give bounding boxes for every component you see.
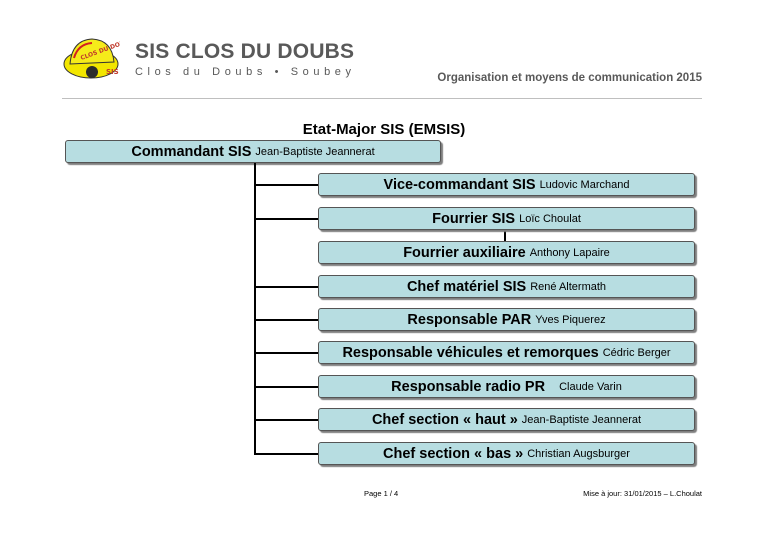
org-box-responsable-par: Responsable PAR Yves Piquerez — [318, 308, 695, 331]
org-box-fourrier-auxiliaire: Fourrier auxiliaire Anthony Lapaire — [318, 241, 695, 264]
org-person: Christian Augsburger — [527, 447, 630, 460]
org-connector — [254, 419, 318, 421]
org-role: Chef section « bas » — [383, 445, 524, 462]
org-role: Responsable véhicules et remorques — [342, 344, 599, 361]
org-connector — [254, 453, 318, 455]
brand-title: SIS CLOS DU DOUBS — [135, 40, 355, 63]
logo-badge: SIS — [106, 68, 119, 76]
org-role: Commandant SIS — [131, 143, 252, 160]
org-box-chef-section-haut: Chef section « haut » Jean-Baptiste Jean… — [318, 408, 695, 431]
firefighter-helmet-logo-icon: CLOS DU DOUBS SIS — [62, 34, 134, 86]
org-connector — [254, 286, 318, 288]
org-role: Responsable radio PR — [391, 378, 546, 395]
header-divider — [62, 98, 702, 99]
org-connector-trunk — [254, 163, 256, 454]
org-role: Chef matériel SIS — [406, 278, 527, 295]
section-title: Etat-Major SIS (EMSIS) — [302, 121, 466, 138]
org-person: Jean-Baptiste Jeannerat — [521, 413, 642, 426]
org-role: Responsable PAR — [407, 311, 532, 328]
org-person: Cédric Berger — [602, 346, 671, 359]
org-person: Anthony Lapaire — [529, 246, 610, 259]
org-person: Ludovic Marchand — [539, 178, 630, 191]
last-updated: Mise à jour: 31/01/2015 – L.Choulat — [583, 489, 702, 498]
page-number: Page 1 / 4 — [364, 489, 399, 498]
org-role: Fourrier SIS — [432, 210, 516, 227]
org-person: Loïc Choulat — [519, 212, 581, 225]
org-box-responsable-radio: Responsable radio PR Claude Varin — [318, 375, 695, 398]
org-person: René Altermath — [530, 280, 607, 293]
org-connector-fourrier — [504, 230, 506, 241]
org-connector — [254, 352, 318, 354]
org-role: Chef section « haut » — [371, 411, 518, 428]
org-person: Yves Piquerez — [535, 313, 606, 326]
org-role: Fourrier auxiliaire — [403, 244, 526, 261]
org-box-chef-section-bas: Chef section « bas » Christian Augsburge… — [318, 442, 695, 465]
org-person: Claude Varin — [559, 380, 622, 393]
org-connector — [254, 386, 318, 388]
org-role: Vice-commandant SIS — [383, 176, 536, 193]
org-person: Jean-Baptiste Jeannerat — [255, 145, 375, 158]
org-connector — [254, 218, 318, 220]
org-box-commander: Commandant SIS Jean-Baptiste Jeannerat — [65, 140, 441, 163]
org-connector — [254, 319, 318, 321]
org-box-chef-materiel: Chef matériel SIS René Altermath — [318, 275, 695, 298]
brand-subtitle: Clos du Doubs • Soubey — [135, 66, 356, 78]
org-box-responsable-vehicules: Responsable véhicules et remorques Cédri… — [318, 341, 695, 364]
org-box-vice-commander: Vice-commandant SIS Ludovic Marchand — [318, 173, 695, 196]
document-title: Organisation et moyens de communication … — [437, 72, 702, 84]
org-box-fourrier: Fourrier SIS Loïc Choulat — [318, 207, 695, 230]
org-connector — [254, 184, 318, 186]
